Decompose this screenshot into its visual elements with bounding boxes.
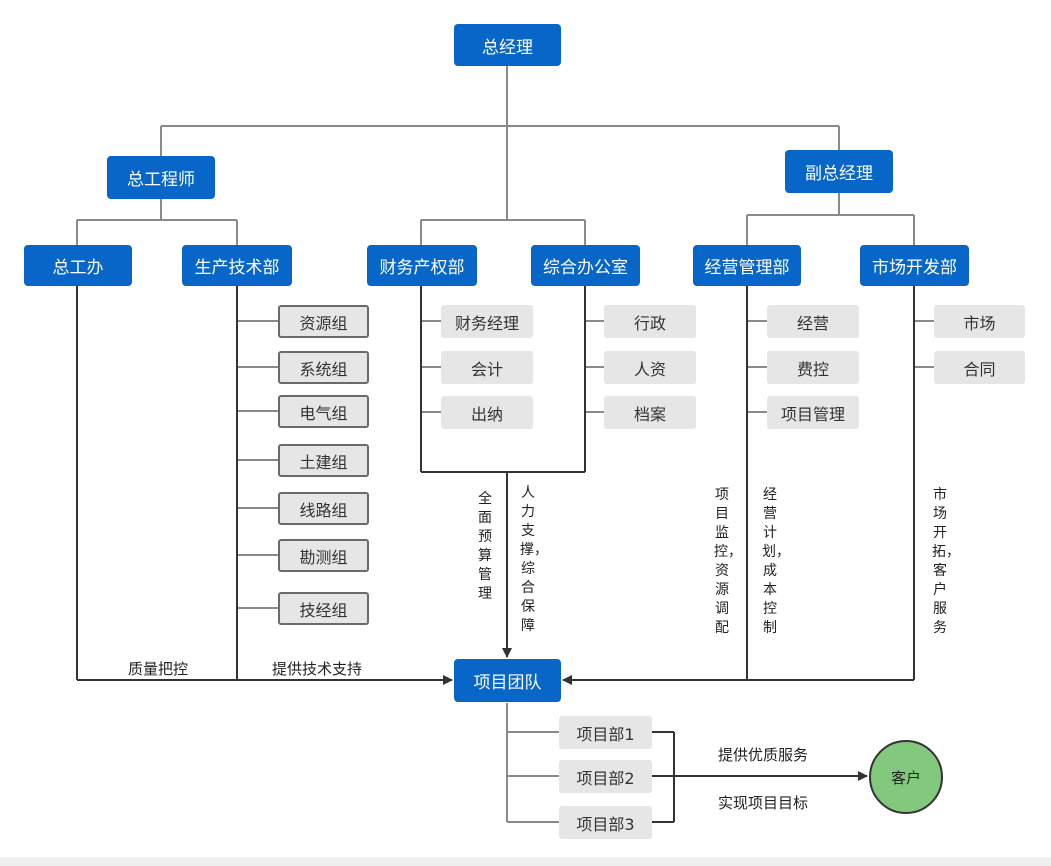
label-hr-support: 人力支撑，综合保障 — [520, 485, 548, 634]
label-quality-service: 提供优质服务 — [718, 746, 809, 764]
group-electrical[interactable]: 电气组 — [278, 395, 369, 428]
footer-strip — [0, 857, 1051, 866]
node-business-mgmt[interactable]: 经营管理部 — [693, 245, 801, 286]
label-market-service: 市场开拓，客户服务 — [932, 487, 960, 636]
project-dept-1[interactable]: 项目部1 — [559, 716, 652, 749]
project-dept-3[interactable]: 项目部3 — [559, 806, 652, 839]
group-resource[interactable]: 资源组 — [278, 305, 369, 338]
business-project-mgmt[interactable]: 项目管理 — [767, 396, 859, 429]
group-civil[interactable]: 土建组 — [278, 444, 369, 477]
market-contract[interactable]: 合同 — [934, 351, 1025, 384]
project-dept-2[interactable]: 项目部2 — [559, 760, 652, 793]
label-tech-support: 提供技术支持 — [272, 660, 363, 678]
node-project-team[interactable]: 项目团队 — [454, 659, 561, 702]
node-general-manager[interactable]: 总经理 — [454, 24, 561, 66]
node-chief-engineer[interactable]: 总工程师 — [107, 156, 215, 199]
finance-manager[interactable]: 财务经理 — [441, 305, 533, 338]
group-system[interactable]: 系统组 — [278, 351, 369, 384]
finance-accounting[interactable]: 会计 — [441, 351, 533, 384]
office-admin[interactable]: 行政 — [604, 305, 696, 338]
label-plan-cost-control: 经营计划，成本控制 — [762, 487, 790, 636]
label-budget-management: 全面预算管理 — [478, 491, 492, 602]
finance-cashier[interactable]: 出纳 — [441, 396, 533, 429]
group-line[interactable]: 线路组 — [278, 492, 369, 525]
business-operation[interactable]: 经营 — [767, 305, 859, 338]
office-archive[interactable]: 档案 — [604, 396, 696, 429]
node-engineering-office[interactable]: 总工办 — [24, 245, 132, 286]
node-general-office[interactable]: 综合办公室 — [531, 245, 640, 286]
label-quality-control: 质量把控 — [128, 660, 189, 678]
business-cost-control[interactable]: 费控 — [767, 351, 859, 384]
group-tech-econ[interactable]: 技经组 — [278, 592, 369, 625]
node-deputy-gm[interactable]: 副总经理 — [785, 150, 893, 193]
label-achieve-goals: 实现项目目标 — [718, 794, 809, 812]
market-market[interactable]: 市场 — [934, 305, 1025, 338]
office-hr[interactable]: 人资 — [604, 351, 696, 384]
node-market-dev[interactable]: 市场开发部 — [860, 245, 969, 286]
label-project-monitoring: 项目监控，资源调配 — [714, 487, 742, 636]
node-production-tech[interactable]: 生产技术部 — [182, 245, 292, 286]
group-survey[interactable]: 勘测组 — [278, 539, 369, 572]
node-finance-property[interactable]: 财务产权部 — [367, 245, 477, 286]
node-customer[interactable]: 客户 — [869, 740, 943, 814]
